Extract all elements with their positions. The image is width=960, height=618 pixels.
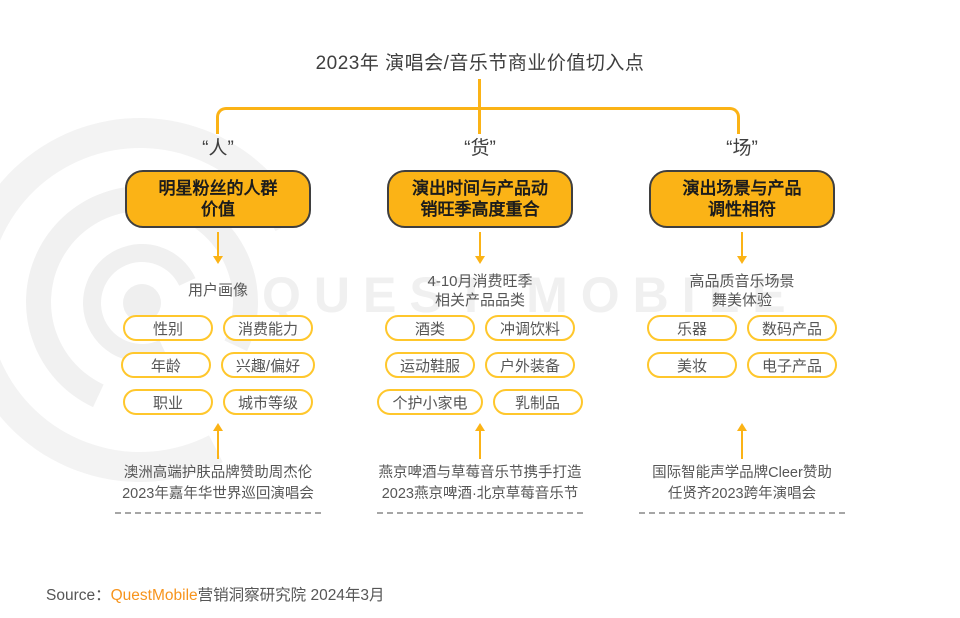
section-label-line: 高品质音乐场景 xyxy=(689,272,795,290)
pill-row: 性别 消费能力 xyxy=(122,315,313,341)
case-line: 2023年嘉年华世界巡回演唱会 xyxy=(122,486,314,503)
pill-group-people: 性别 消费能力 年龄 兴趣/偏好 职业 城市等级 xyxy=(120,315,316,415)
source-brand: QuestMobile xyxy=(110,587,198,604)
attribute-pill: 性别 xyxy=(122,315,213,341)
attribute-pill: 电子产品 xyxy=(746,352,837,378)
pill-row: 运动鞋服 户外装备 xyxy=(384,352,575,378)
down-arrow-icon xyxy=(213,229,223,267)
attribute-pill: 消费能力 xyxy=(222,315,313,341)
branch-headline-box-people: 明星粉丝的人群 价值 xyxy=(125,170,311,228)
case-study-people: 澳洲高端护肤品牌赞助周杰伦 2023年嘉年华世界巡回演唱会 xyxy=(122,463,314,505)
down-arrow-icon xyxy=(475,229,485,267)
attribute-pill: 年龄 xyxy=(120,352,211,378)
attribute-pill: 冲调饮料 xyxy=(484,315,575,341)
dashed-underline xyxy=(377,512,583,515)
source-line: Source：QuestMobile营销洞察研究院 2024年3月 xyxy=(46,583,385,605)
branch-column-people: “人” 明星粉丝的人群 价值 用户画像 性别 消费能力 年龄 兴趣/偏好 职业 … xyxy=(93,134,343,515)
watermark-text: QUEST MOBILE xyxy=(262,267,799,323)
attribute-pill: 城市等级 xyxy=(222,389,313,415)
headline-line: 价值 xyxy=(201,200,235,219)
up-arrow-icon xyxy=(737,423,747,461)
branch-tag-goods: “货” xyxy=(464,138,496,159)
attribute-pill: 数码产品 xyxy=(746,315,837,341)
attribute-pill: 美妆 xyxy=(646,352,737,378)
attribute-pill: 乳制品 xyxy=(492,389,583,415)
pill-group-goods: 酒类 冲调饮料 运动鞋服 户外装备 个护小家电 乳制品 xyxy=(377,315,583,415)
pill-row: 美妆 电子产品 xyxy=(646,352,837,378)
up-arrow-icon xyxy=(213,423,223,461)
attribute-pill: 个护小家电 xyxy=(377,389,483,415)
case-line: 国际智能声学品牌Cleer赞助 xyxy=(652,465,832,481)
case-line: 澳洲高端护肤品牌赞助周杰伦 xyxy=(123,465,313,481)
section-label-people: 用户画像 xyxy=(188,268,248,314)
down-arrow-icon xyxy=(737,229,747,267)
pill-row: 个护小家电 乳制品 xyxy=(377,389,583,415)
branch-tag-venue: “场” xyxy=(726,138,758,159)
section-label-line: 舞美体验 xyxy=(711,292,772,309)
attribute-pill: 酒类 xyxy=(384,315,475,341)
section-label-line: 相关产品品类 xyxy=(434,292,525,309)
section-label-line: 用户画像 xyxy=(187,282,248,300)
branch-headline-box-goods: 演出时间与产品动 销旺季高度重合 xyxy=(387,170,573,228)
attribute-pill: 运动鞋服 xyxy=(384,352,475,378)
case-line: 燕京啤酒与草莓音乐节携手打造 xyxy=(378,465,582,481)
attribute-pill: 户外装备 xyxy=(484,352,575,378)
pill-row: 年龄 兴趣/偏好 xyxy=(120,352,316,378)
headline-line: 演出场景与产品 xyxy=(682,178,802,198)
case-study-goods: 燕京啤酒与草莓音乐节携手打造 2023燕京啤酒·北京草莓音乐节 xyxy=(379,463,582,505)
pill-row: 乐器 数码产品 xyxy=(646,315,837,341)
section-label-line: 4-10月消费旺季 xyxy=(427,272,533,290)
branch-tag-people: “人” xyxy=(202,138,234,159)
page-title: 2023年 演唱会/音乐节商业价值切入点 xyxy=(315,53,645,74)
attribute-pill: 兴趣/偏好 xyxy=(220,352,316,378)
headline-line: 销旺季高度重合 xyxy=(420,200,540,219)
branch-headline-box-venue: 演出场景与产品 调性相符 xyxy=(649,170,835,228)
connector-bracket xyxy=(216,107,740,134)
dashed-underline xyxy=(115,512,321,515)
headline-line: 演出时间与产品动 xyxy=(412,178,548,198)
pill-row: 职业 城市等级 xyxy=(122,389,313,415)
case-line: 2023燕京啤酒·北京草莓音乐节 xyxy=(381,486,579,503)
section-label-venue: 高品质音乐场景 舞美体验 xyxy=(689,268,794,314)
attribute-pill: 职业 xyxy=(122,389,213,415)
attribute-pill: 乐器 xyxy=(646,315,737,341)
pill-group-venue: 乐器 数码产品 美妆 电子产品 xyxy=(646,315,837,415)
pill-row: 酒类 冲调饮料 xyxy=(384,315,575,341)
section-label-goods: 4-10月消费旺季 相关产品品类 xyxy=(427,268,532,314)
up-arrow-icon xyxy=(475,423,485,461)
source-label: Source： xyxy=(46,587,111,604)
headline-line: 调性相符 xyxy=(708,200,776,219)
branch-column-venue: “场” 演出场景与产品 调性相符 高品质音乐场景 舞美体验 乐器 数码产品 美妆… xyxy=(617,134,867,515)
case-study-venue: 国际智能声学品牌Cleer赞助 任贤齐2023跨年演唱会 xyxy=(652,463,832,505)
headline-line: 明星粉丝的人群 xyxy=(158,178,278,198)
case-line: 任贤齐2023跨年演唱会 xyxy=(667,486,817,503)
connector-stem xyxy=(478,79,481,134)
dashed-underline xyxy=(639,512,845,515)
source-rest: 营销洞察研究院 2024年3月 xyxy=(197,587,385,604)
branch-column-goods: “货” 演出时间与产品动 销旺季高度重合 4-10月消费旺季 相关产品品类 酒类… xyxy=(355,134,605,515)
